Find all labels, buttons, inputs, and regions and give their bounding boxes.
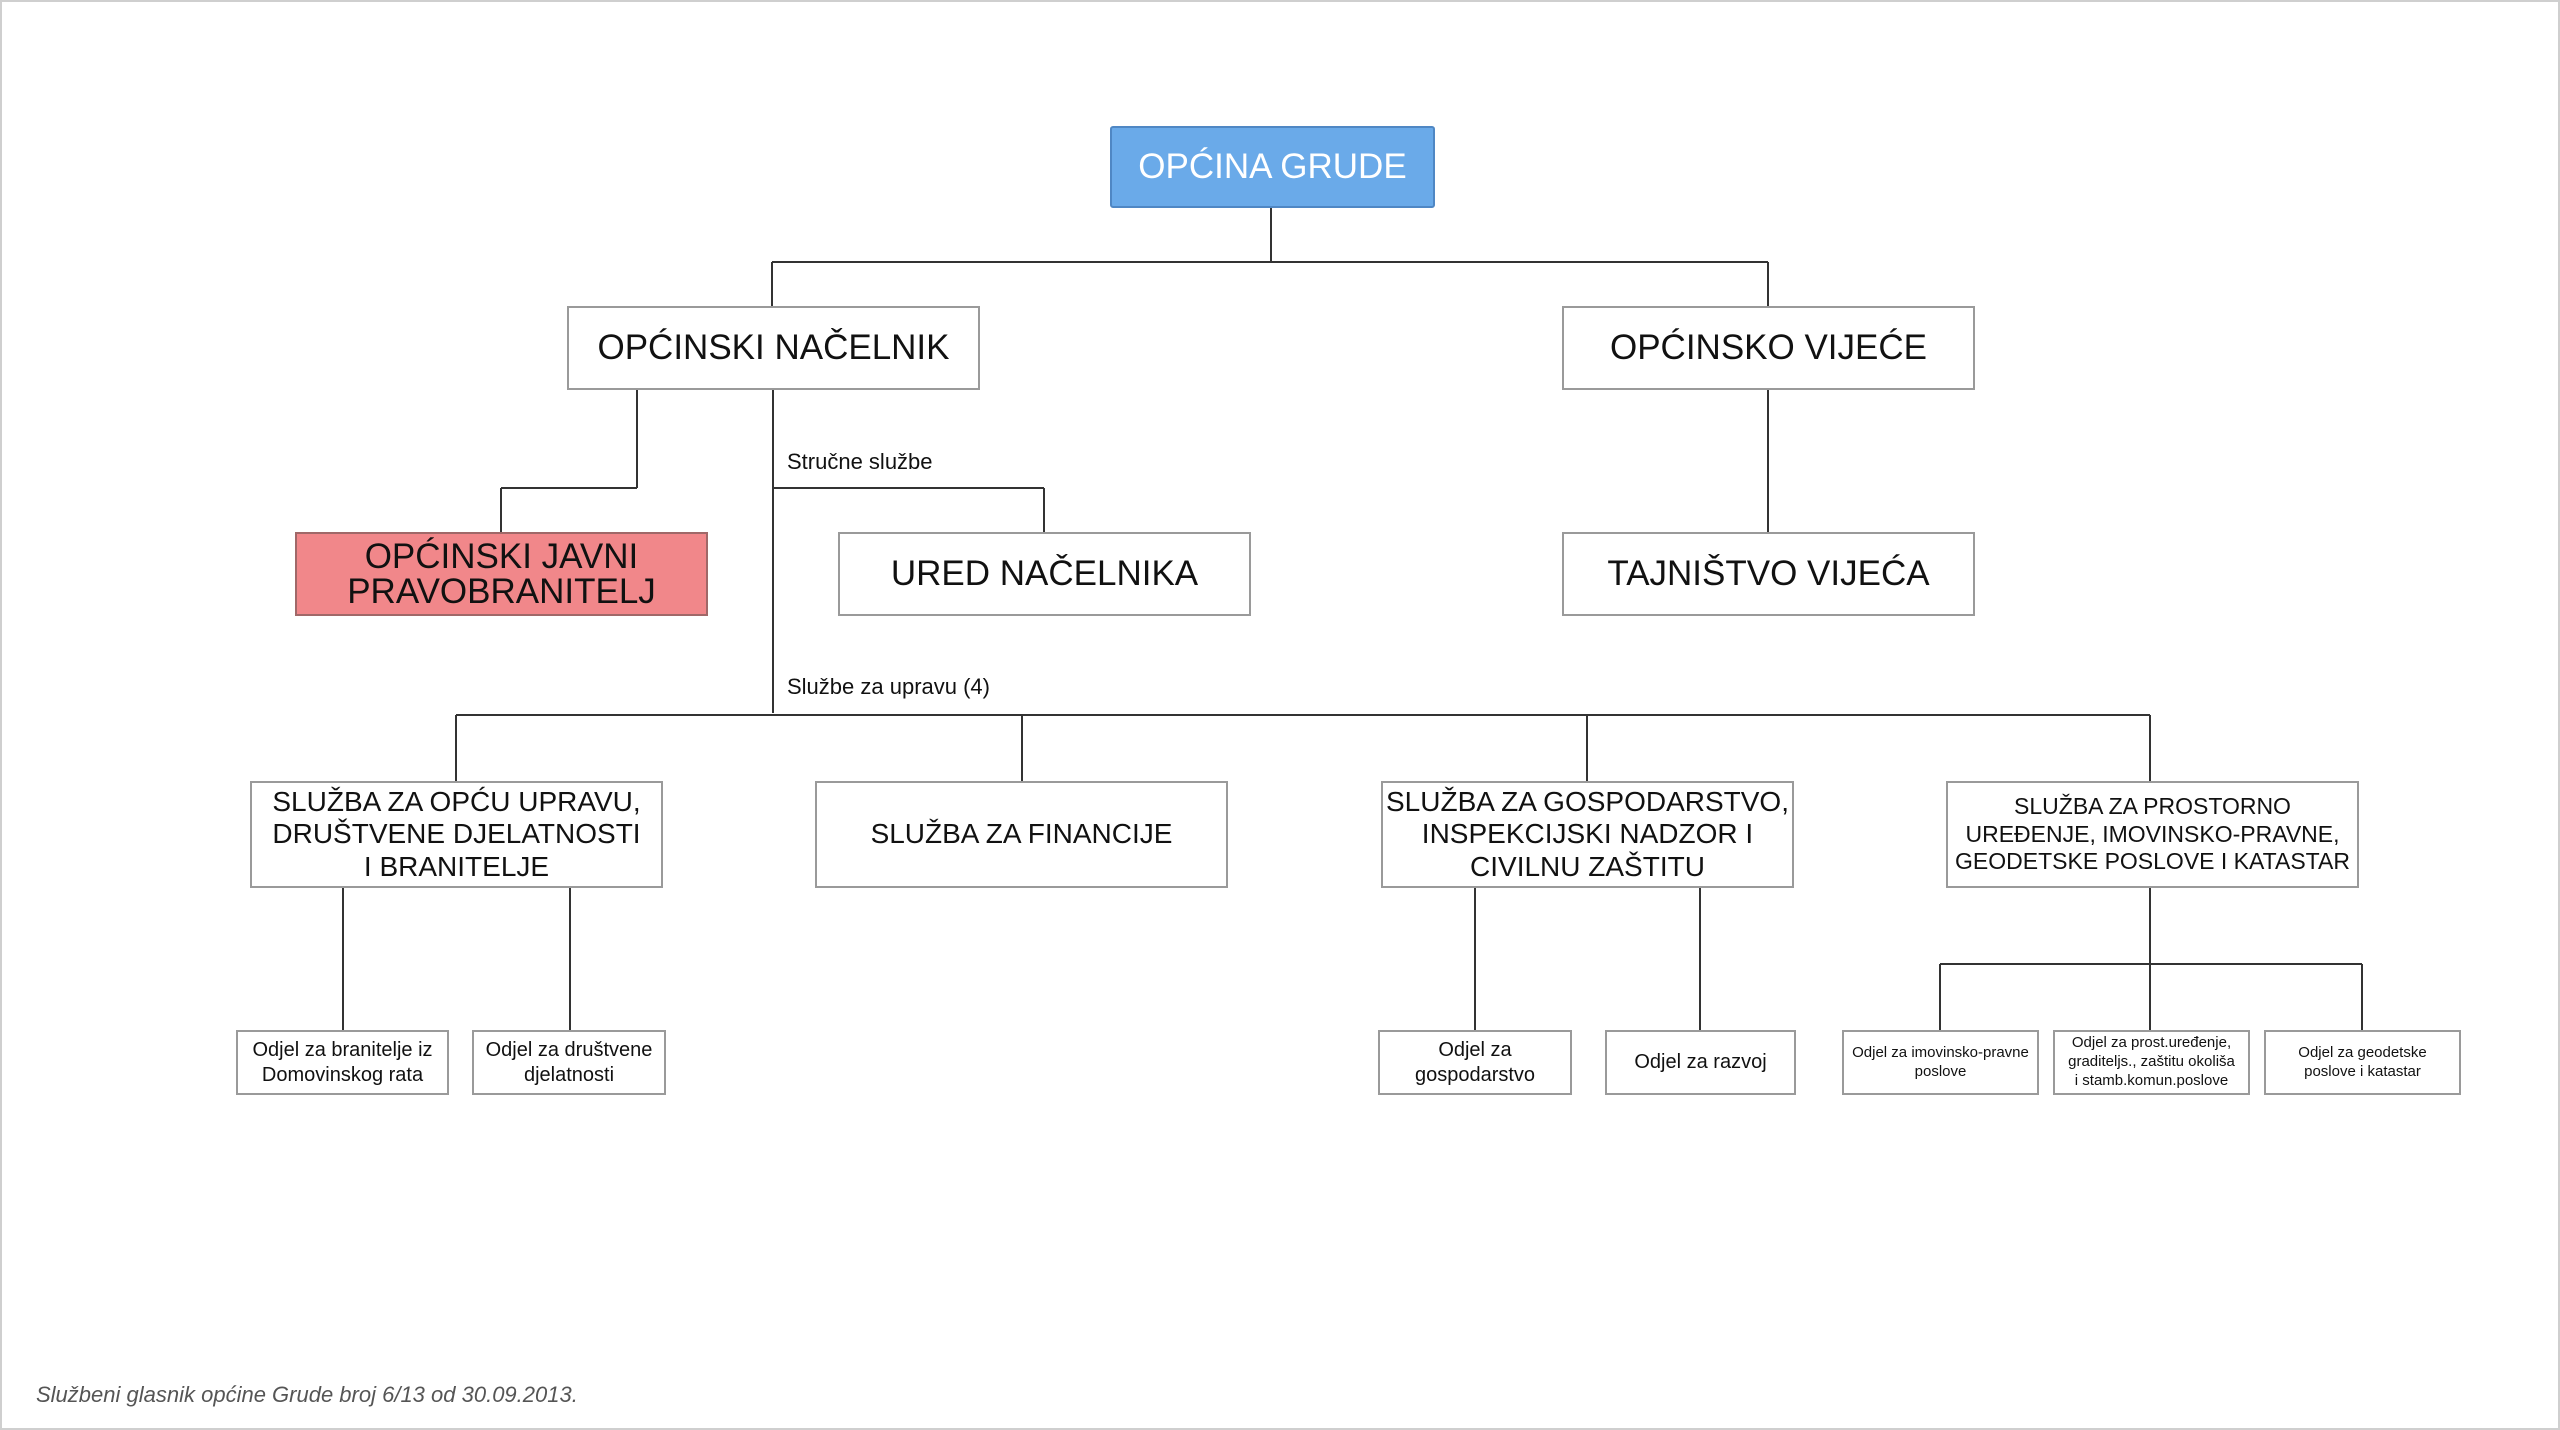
node-label: SLUŽBA ZA GOSPODARSTVO, INSPEKCIJSKI NAD… xyxy=(1386,786,1789,882)
node-label: Odjel za geodetske poslove i katastar xyxy=(2298,1043,2427,1080)
node-odjel-imovinsko-pravni: Odjel za imovinsko-pravne poslove xyxy=(1842,1030,2039,1095)
node-label: Odjel za razvoj xyxy=(1634,1051,1767,1073)
node-odjel-gospodarstvo: Odjel za gospodarstvo xyxy=(1378,1030,1572,1095)
node-sluzba-gospodarstvo: SLUŽBA ZA GOSPODARSTVO, INSPEKCIJSKI NAD… xyxy=(1381,781,1794,888)
node-label: SLUŽBA ZA OPĆU UPRAVU, DRUŠTVENE DJELATN… xyxy=(272,786,641,882)
node-odjel-geodetski: Odjel za geodetske poslove i katastar xyxy=(2264,1030,2461,1095)
node-odjel-prostorno-uredjenje: Odjel za prost.uređenje, graditeljs., za… xyxy=(2053,1030,2250,1095)
node-label: OPĆINSKI NAČELNIK xyxy=(597,328,950,367)
node-label: OPĆINA GRUDE xyxy=(1138,147,1407,186)
label-strucne-sluzbe: Stručne službe xyxy=(787,449,933,474)
node-label: SLUŽBA ZA FINANCIJE xyxy=(870,818,1173,850)
node-ured-nacelnika: URED NAČELNIKA xyxy=(838,532,1251,616)
node-label: Odjel za branitelje iz Domovinskog rata xyxy=(252,1038,433,1086)
node-label: Odjel za prost.uređenje, graditeljs., za… xyxy=(2068,1034,2235,1089)
node-label: Odjel za društvene djelatnosti xyxy=(485,1038,653,1086)
node-label: SLUŽBA ZA PROSTORNO UREĐENJE, IMOVINSKO-… xyxy=(1955,793,2350,875)
node-tajnistvo-vijeca: TAJNIŠTVO VIJEĆA xyxy=(1562,532,1975,616)
node-label: URED NAČELNIKA xyxy=(890,554,1199,593)
node-javni-pravobranitelj: OPĆINSKI JAVNI PRAVOBRANITELJ xyxy=(295,532,708,616)
node-sluzba-prostorno-uredjenje: SLUŽBA ZA PROSTORNO UREĐENJE, IMOVINSKO-… xyxy=(1946,781,2359,888)
node-label: OPĆINSKI JAVNI PRAVOBRANITELJ xyxy=(347,537,656,611)
root-node-opcina-grude: OPĆINA GRUDE xyxy=(1110,126,1435,208)
node-label: Odjel za gospodarstvo xyxy=(1414,1038,1536,1086)
node-odjel-branitelji: Odjel za branitelje iz Domovinskog rata xyxy=(236,1030,449,1095)
node-odjel-drustvene-djelatnosti: Odjel za društvene djelatnosti xyxy=(472,1030,666,1095)
node-label: Odjel za imovinsko-pravne poslove xyxy=(1852,1043,2029,1080)
node-sluzba-financije: SLUŽBA ZA FINANCIJE xyxy=(815,781,1228,888)
node-sluzba-opca-uprava: SLUŽBA ZA OPĆU UPRAVU, DRUŠTVENE DJELATN… xyxy=(250,781,663,888)
label-sluzbe-za-upravu: Službe za upravu (4) xyxy=(787,674,990,699)
node-odjel-razvoj: Odjel za razvoj xyxy=(1605,1030,1796,1095)
node-opcinsko-vijece: OPĆINSKO VIJEĆE xyxy=(1562,306,1975,390)
footer-source-note: Službeni glasnik općine Grude broj 6/13 … xyxy=(36,1382,578,1407)
node-opcinski-nacelnik: OPĆINSKI NAČELNIK xyxy=(567,306,980,390)
node-label: OPĆINSKO VIJEĆE xyxy=(1609,328,1928,367)
node-label: TAJNIŠTVO VIJEĆA xyxy=(1607,554,1930,593)
